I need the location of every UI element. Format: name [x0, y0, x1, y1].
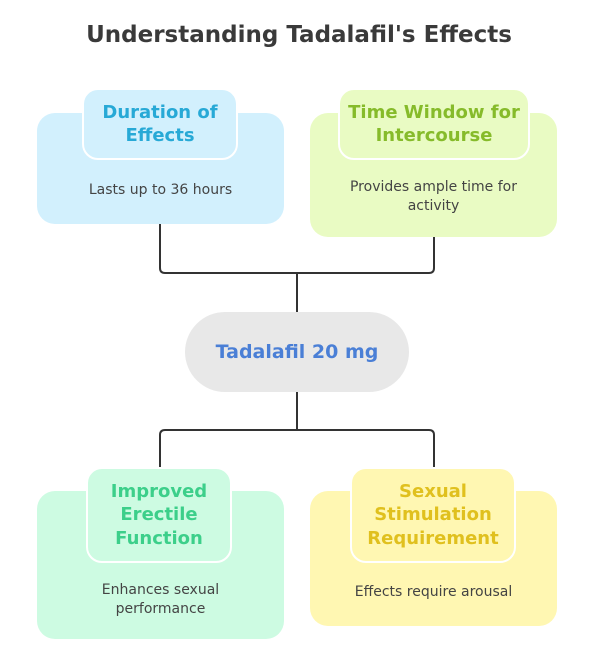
time-window-heading: Time Window for Intercourse: [338, 88, 530, 160]
erectile-heading: Improved Erectile Function: [86, 467, 232, 563]
stimulation-heading: Sexual Stimulation Requirement: [350, 467, 516, 563]
time-window-description: Provides ample time for activity: [349, 179, 517, 214]
connector-top: [159, 224, 435, 312]
connector-bottom: [159, 392, 435, 467]
erectile-card: Enhances sexual performance: [37, 491, 284, 639]
center-node: Tadalafil 20 mg: [185, 312, 409, 392]
duration-heading: Duration of Effects: [82, 88, 238, 160]
duration-description: Lasts up to 36 hours: [88, 182, 233, 199]
diagram-title: Understanding Tadalafil's Effects: [86, 22, 512, 48]
erectile-description: Enhances sexual performance: [101, 582, 220, 617]
stimulation-description: Effects require arousal: [354, 584, 513, 601]
